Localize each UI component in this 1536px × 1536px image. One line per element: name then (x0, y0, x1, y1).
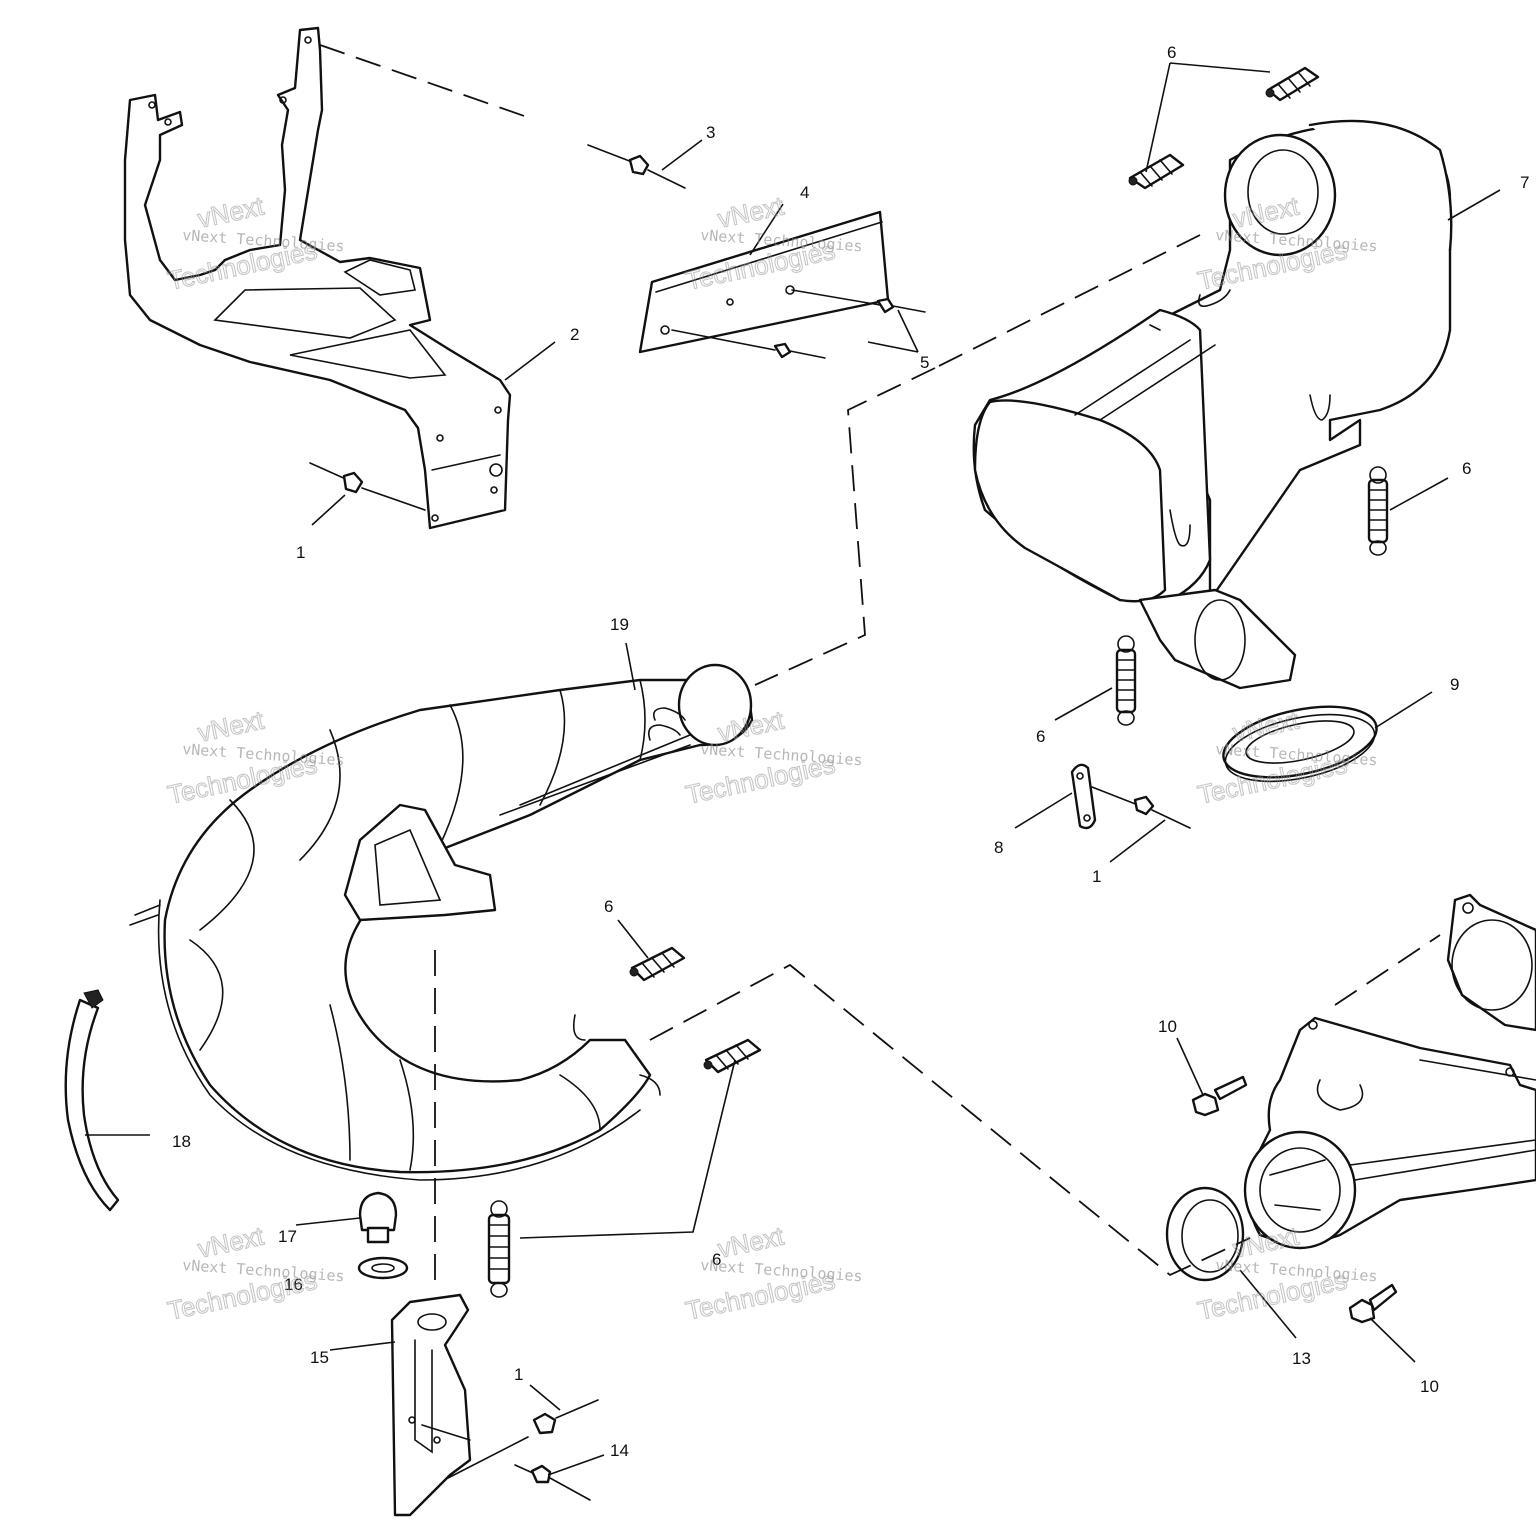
callout-15: 15 (310, 1348, 329, 1367)
part-6-spring-mid (1115, 635, 1137, 726)
part-17-bumper (358, 1191, 398, 1244)
part-7-silencer (972, 119, 1453, 690)
part-19-expansion-chamber (129, 663, 754, 1181)
part-9-gasket (1222, 705, 1378, 783)
part-8-plate (1070, 763, 1097, 830)
callout-16: 16 (284, 1275, 303, 1294)
part-13-gasket-ring (1165, 1186, 1245, 1282)
callout-10b: 10 (1420, 1377, 1439, 1396)
callout-18: 18 (172, 1132, 191, 1151)
callout-13: 13 (1292, 1349, 1311, 1368)
callout-1b: 1 (1092, 867, 1101, 886)
part-16-washer (357, 1256, 409, 1280)
part-10-bolt-upper (1191, 1075, 1248, 1117)
callout-19: 19 (610, 615, 629, 634)
callout-10a: 10 (1158, 1017, 1177, 1036)
callout-6a: 6 (1167, 43, 1176, 62)
watermark-group-7: vNext vNext Technologies Technologies (164, 1220, 345, 1326)
callout-7: 7 (1520, 173, 1529, 192)
assembly-dashed-lines (319, 44, 1441, 1285)
part-6-spring-top-left (1128, 153, 1185, 190)
callout-4: 4 (800, 183, 809, 202)
part-1-bolt-b (1091, 786, 1191, 829)
watermark-group-8: vNext vNext Technologies Technologies (682, 1220, 863, 1326)
part-6-spring-right (1367, 466, 1389, 556)
callout-9: 9 (1450, 675, 1459, 694)
part-4-heat-shield (638, 210, 890, 354)
part-6-spring-center (629, 946, 686, 982)
callout-labels: 1 2 3 4 5 6 7 6 19 9 6 8 1 6 10 18 17 16… (172, 43, 1529, 1460)
callout-6e: 6 (712, 1250, 721, 1269)
part-6-spring-top-right (1265, 66, 1320, 102)
part-10-bolt-lower (1348, 1283, 1398, 1324)
callout-2: 2 (570, 325, 579, 344)
part-6-spring-lower (703, 1038, 762, 1074)
part-18-strap (64, 989, 120, 1212)
callout-6c: 6 (1036, 727, 1045, 746)
part-6-spring-bottom (487, 1200, 511, 1298)
callout-14: 14 (610, 1441, 629, 1460)
callout-17: 17 (278, 1227, 297, 1246)
callout-3: 3 (706, 123, 715, 142)
callout-1c: 1 (514, 1365, 523, 1384)
leader-lines (85, 62, 1501, 1476)
part-2-bracket (123, 26, 512, 530)
part-1-bolt-c (447, 1399, 599, 1479)
part-1-bolt-a (309, 462, 426, 511)
exhaust-manifold (1243, 893, 1536, 1250)
callout-8: 8 (994, 838, 1003, 857)
callout-6d: 6 (604, 897, 613, 916)
part-14-bolt (514, 1464, 591, 1501)
part-3-bolt (587, 144, 686, 189)
callout-5: 5 (920, 353, 929, 372)
callout-1a: 1 (296, 543, 305, 562)
part-5-screws (671, 289, 926, 359)
part-15-mount-bracket (390, 1293, 472, 1517)
callout-6b: 6 (1462, 459, 1471, 478)
